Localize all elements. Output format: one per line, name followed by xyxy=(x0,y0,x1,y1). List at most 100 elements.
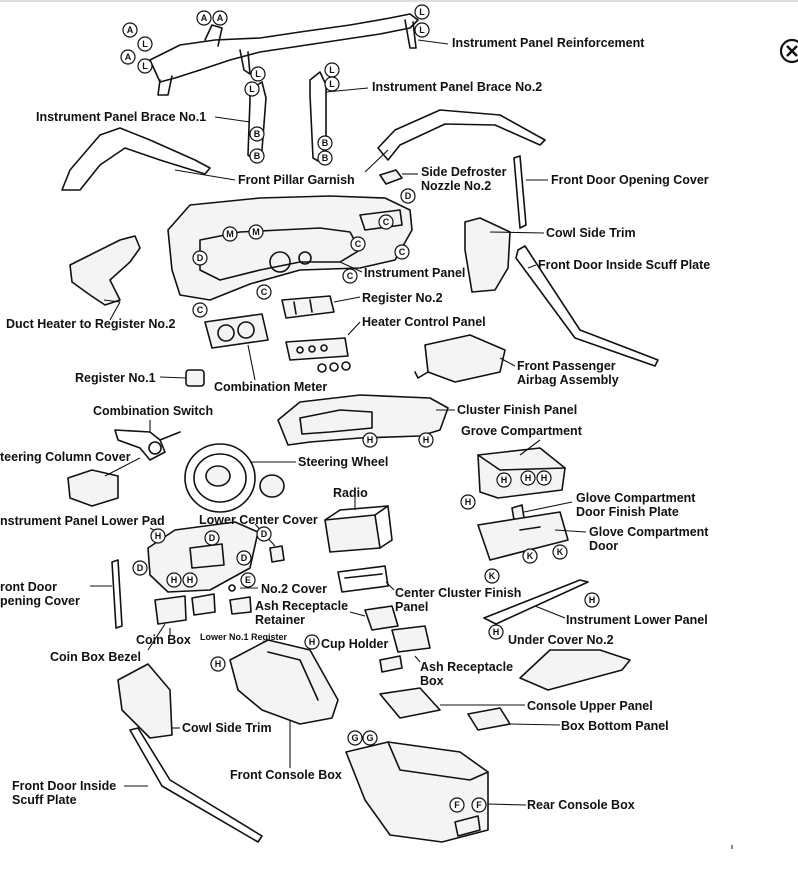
callout-B: B xyxy=(249,126,265,142)
part-duct-heater xyxy=(69,235,141,306)
label-ash-receptacle-retainer: Ash Receptacle Retainer xyxy=(255,599,349,627)
label-instrument-panel: Instrument Panel xyxy=(364,266,466,280)
part-side-defroster-nozzle xyxy=(379,169,403,185)
label-instrument-panel-brace-no2: Instrument Panel Brace No.2 xyxy=(372,80,543,94)
callout-D: D xyxy=(400,188,416,204)
svg-text:H: H xyxy=(465,497,472,507)
svg-text:H: H xyxy=(309,637,316,647)
part-cup-holder xyxy=(391,625,431,653)
label-front-door-inside-scuff-plate-top: Front Door Inside Scuff Plate xyxy=(538,258,711,272)
svg-text:L: L xyxy=(329,65,335,75)
callout-L: L xyxy=(324,62,340,78)
label-register-no1: Register No.1 xyxy=(75,371,156,385)
svg-text:C: C xyxy=(197,305,204,315)
callout-M: M xyxy=(248,224,264,240)
label-front-door-opening-cover-left: ront Door pening Cover xyxy=(0,580,80,608)
leader-lines xyxy=(90,39,587,806)
svg-text:A: A xyxy=(217,13,224,23)
part-scuff-plate-bottom xyxy=(129,727,263,843)
label-instrument-panel-brace-no1: Instrument Panel Brace No.1 xyxy=(36,110,207,124)
close-icon[interactable] xyxy=(776,38,798,64)
label-radio: Radio xyxy=(333,486,368,500)
callout-H: H xyxy=(304,634,320,650)
part-combination-switch xyxy=(114,429,181,461)
svg-text:H: H xyxy=(525,473,532,483)
svg-text:G: G xyxy=(351,733,358,743)
svg-text:H: H xyxy=(501,475,508,485)
part-heater-control-panel xyxy=(285,337,351,373)
callout-H: H xyxy=(488,624,504,640)
label-instrument-panel-reinforcement: Instrument Panel Reinforcement xyxy=(452,36,645,50)
callout-H: H xyxy=(584,592,600,608)
label-combination-switch: Combination Switch xyxy=(93,404,214,418)
svg-text:C: C xyxy=(399,247,406,257)
part-scuff-plate-top xyxy=(515,245,659,367)
callout-A: A xyxy=(196,10,212,26)
part-cowl-side-trim-bottom xyxy=(117,663,173,739)
svg-text:A: A xyxy=(201,13,208,23)
part-register-no1 xyxy=(185,369,205,387)
callout-L: L xyxy=(244,81,260,97)
label-duct-heater-to-register-no2: Duct Heater to Register No.2 xyxy=(6,317,176,331)
label-cowl-side-trim-bottom: Cowl Side Trim xyxy=(182,721,272,735)
label-front-passenger-airbag-assembly: Front Passenger Airbag Assembly xyxy=(517,359,619,387)
callout-L: L xyxy=(250,66,266,82)
svg-text:K: K xyxy=(489,571,496,581)
svg-text:H: H xyxy=(589,595,596,605)
part-radio xyxy=(324,505,393,553)
label-coin-box-bezel: Coin Box Bezel xyxy=(50,650,141,664)
svg-text:A: A xyxy=(125,52,132,62)
svg-text:L: L xyxy=(329,79,335,89)
part-under-cover-no2 xyxy=(519,649,631,691)
callout-G: G xyxy=(347,730,363,746)
svg-text:D: D xyxy=(197,253,204,263)
part-ash-receptacle-box xyxy=(379,655,403,673)
part-register-no2 xyxy=(281,295,335,319)
label-steering-wheel: Steering Wheel xyxy=(298,455,389,469)
svg-text:H: H xyxy=(423,435,430,445)
svg-text:C: C xyxy=(261,287,268,297)
svg-text:D: D xyxy=(405,191,412,201)
callout-D: D xyxy=(132,560,148,576)
label-side-defroster-nozzle-no2: Side Defroster Nozzle No.2 xyxy=(421,165,507,193)
part-rear-console-box xyxy=(345,741,489,843)
svg-text:F: F xyxy=(454,800,460,810)
label-combination-meter: Combination Meter xyxy=(214,380,328,394)
callout-K: K xyxy=(484,568,500,584)
svg-text:M: M xyxy=(226,229,234,239)
callout-C: C xyxy=(394,244,410,260)
part-combination-meter xyxy=(204,313,269,349)
label-center-cluster-finish-panel: Center Cluster Finish Panel xyxy=(395,586,522,614)
label-register-no2: Register No.2 xyxy=(362,291,443,305)
part-instrument-lower-panel xyxy=(483,579,589,625)
svg-text:K: K xyxy=(527,551,534,561)
callout-H: H xyxy=(362,432,378,448)
callout-L: L xyxy=(137,58,153,74)
svg-text:H: H xyxy=(171,575,178,585)
label-under-cover-no2: Under Cover No.2 xyxy=(508,633,614,647)
callout-B: B xyxy=(317,135,333,151)
part-center-cluster-finish-panel xyxy=(337,565,389,593)
callout-K: K xyxy=(552,544,568,560)
svg-text:L: L xyxy=(255,69,261,79)
callout-G: G xyxy=(362,730,378,746)
callout-M: M xyxy=(222,226,238,242)
label-heater-control-panel: Heater Control Panel xyxy=(362,315,486,329)
part-instrument-panel xyxy=(167,195,413,301)
callout-C: C xyxy=(350,236,366,252)
svg-text:C: C xyxy=(383,217,390,227)
callout-letters: A A A A L L L L L L L L B B B B D D C C … xyxy=(120,4,600,813)
callout-H: H xyxy=(166,572,182,588)
part-front-door-opening-cover-top xyxy=(513,155,527,229)
label-front-door-inside-scuff-plate-bottom: Front Door Inside Scuff Plate xyxy=(12,779,117,807)
part-cluster-finish-panel xyxy=(277,394,449,446)
label-instrument-lower-panel: Instrument Lower Panel xyxy=(566,613,708,627)
callout-C: C xyxy=(256,284,272,300)
callout-A: A xyxy=(212,10,228,26)
callout-D: D xyxy=(204,530,220,546)
label-steering-column-cover: teering Column Cover xyxy=(0,450,131,464)
callout-B: B xyxy=(317,150,333,166)
callout-F: F xyxy=(449,797,465,813)
part-no2-cover xyxy=(228,584,236,592)
svg-text:H: H xyxy=(541,473,548,483)
